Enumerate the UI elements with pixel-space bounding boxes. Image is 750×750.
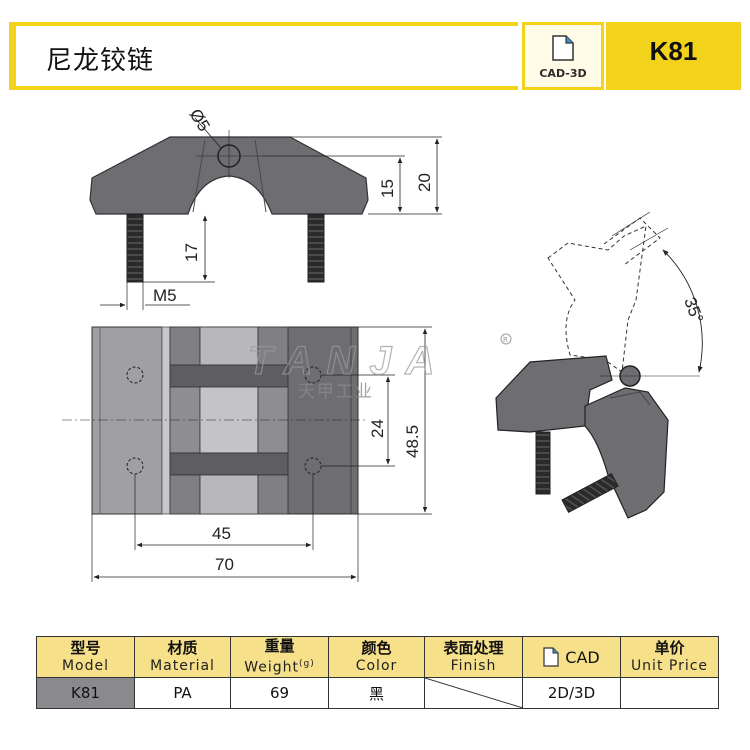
cell-weight: 69 [230, 677, 329, 709]
svg-text:R: R [503, 336, 508, 344]
spec-table: 型号 Model 材质 Material 重量 Weight(g) 颜色 Col… [36, 636, 719, 709]
dim-hole-spacing: 24 [368, 419, 387, 438]
dim-rotation-angle: 35° [680, 295, 707, 326]
header-model: 型号 Model [36, 636, 135, 678]
page-header: 尼龙铰链 CAD-3D K81 [0, 0, 750, 92]
header-color: 颜色 Color [328, 636, 425, 678]
dim-hole-dia: Ø5 [186, 106, 214, 135]
header-finish: 表面处理 Finish [424, 636, 523, 678]
product-code: K81 [649, 36, 698, 66]
cad-3d-badge[interactable]: CAD-3D [522, 22, 604, 90]
page-title: 尼龙铰链 [46, 46, 155, 76]
cell-finish [424, 677, 523, 709]
header-bottom-rule [9, 86, 518, 90]
front-view: Ø5 15 20 17 M5 [89, 106, 442, 310]
header-cad: CAD [522, 636, 621, 678]
table-header-row: 型号 Model 材质 Material 重量 Weight(g) 颜色 Col… [36, 636, 719, 678]
cell-model: K81 [36, 677, 135, 709]
document-icon [543, 647, 559, 667]
dim-thread: M5 [153, 286, 177, 305]
finish-diagonal [425, 678, 523, 708]
cell-material: PA [134, 677, 231, 709]
dim-screw-length: 17 [182, 243, 201, 262]
dim-width: 48.5 [403, 425, 422, 458]
cad-badge-label: CAD-3D [539, 67, 587, 80]
technical-drawing: Ø5 15 20 17 M5 [0, 92, 750, 632]
dim-height-20: 20 [415, 173, 434, 192]
plan-view: 24 48.5 45 70 TANJA R 天甲工业 [62, 326, 512, 582]
document-icon [552, 35, 574, 61]
watermark-subtitle: 天甲工业 [298, 382, 374, 402]
dim-total-length: 70 [215, 555, 234, 574]
dim-height-15: 15 [378, 179, 397, 198]
header-accent-bar [9, 22, 16, 90]
header-top-rule [9, 22, 518, 26]
header-weight: 重量 Weight(g) [230, 636, 329, 678]
header-material: 材质 Material [134, 636, 231, 678]
watermark-brand: TANJA [248, 339, 448, 383]
dim-center-distance: 45 [212, 524, 231, 543]
drawing-canvas: Ø5 15 20 17 M5 [62, 106, 707, 582]
weight-unit: (g) [299, 659, 315, 670]
header-unit-price: 单价 Unit Price [620, 636, 719, 678]
cell-color: 黑 [328, 677, 425, 709]
cell-unit-price [620, 677, 719, 709]
product-code-box: K81 [606, 22, 741, 90]
rotated-view: 35° [495, 211, 707, 519]
table-row: K81 PA 69 黑 2D/3D [36, 677, 719, 709]
cell-cad[interactable]: 2D/3D [522, 677, 621, 709]
